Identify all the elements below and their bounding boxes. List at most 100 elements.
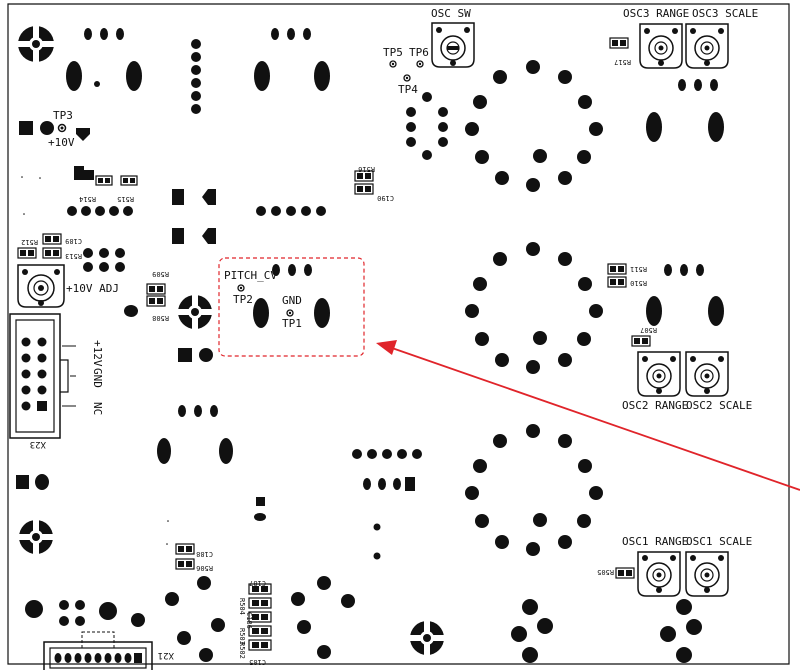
pad-ring-lower-right	[465, 424, 603, 556]
stray-dots	[21, 176, 41, 215]
pads-bottom-left	[25, 600, 145, 627]
r508-refdes: R508	[152, 314, 169, 322]
c190-refdes: C190	[377, 194, 394, 202]
pad-ring-bottom-mid	[165, 576, 225, 662]
connector-12v-label: +12V	[91, 340, 104, 367]
connector-nc-label: NC	[91, 402, 104, 415]
c188-r506-pads	[175, 543, 195, 570]
trimmer-osc1-scale	[685, 551, 729, 597]
tp3-label: TP3	[53, 109, 73, 122]
cross-pad-top-left	[16, 24, 56, 64]
plus10v-label: +10V	[48, 136, 75, 149]
diode-pads-tp3	[19, 121, 90, 141]
pad-ring-top	[465, 60, 603, 192]
pad-row-top-2	[271, 28, 311, 40]
pad-row-osc3	[678, 79, 718, 91]
osc1-range-label: OSC1 RANGE	[622, 535, 688, 548]
r512-r513-pads	[17, 247, 62, 259]
tp1-label: TP1	[282, 317, 302, 330]
connector-x23	[9, 313, 69, 439]
r507-pads	[631, 335, 651, 347]
resistor-stack-bottom	[248, 583, 272, 651]
tp1-testpoint	[286, 309, 294, 317]
oval-pads-top-mid	[254, 61, 330, 91]
x23-label: X23	[30, 439, 46, 449]
r512-refdes: R512	[21, 238, 38, 246]
tp6-label: TP6	[409, 46, 429, 59]
r505-pads	[615, 567, 635, 579]
pad-row-osc2	[664, 264, 704, 276]
r511-r510-pads	[607, 263, 627, 288]
osc2-range-label: OSC2 RANGE	[622, 399, 688, 412]
trimmer-10v-adj	[17, 264, 65, 308]
cross-pad-mid-left	[176, 293, 214, 331]
pad-row-mid-3	[178, 405, 218, 417]
tp2-label: TP2	[233, 293, 253, 306]
trimmer-osc3-scale	[685, 23, 729, 69]
tp3-testpoint	[57, 123, 67, 133]
pad-ring-mid-right	[465, 242, 603, 374]
trimmer-osc-sw	[431, 22, 475, 68]
trimmer-osc1-range	[637, 551, 681, 597]
gnd-label: GND	[282, 294, 302, 307]
c186-refdes: C186	[245, 612, 253, 629]
r514-refdes: R514	[79, 195, 96, 203]
r507-refdes: R507	[640, 326, 657, 334]
osc3-scale-label: OSC3 SCALE	[692, 7, 758, 20]
r511-refdes: R511	[630, 265, 647, 273]
pad-column-top	[191, 39, 201, 114]
connector-x21	[43, 631, 153, 670]
cross-pad-lower-left	[17, 518, 55, 556]
callout-arrow	[376, 340, 800, 491]
c189-refdes: C189	[65, 237, 82, 245]
r515-refdes: R515	[117, 195, 134, 203]
small-dots-center	[373, 523, 381, 560]
oval-pads-osc2	[646, 296, 724, 326]
pad-row-center-5	[352, 449, 422, 459]
pad-row-center-4	[363, 477, 415, 491]
tp4-label: TP4	[398, 83, 418, 96]
pad-cluster-bottom-center	[511, 599, 553, 663]
r510-refdes: R510	[630, 279, 647, 287]
r509-refdes: R509	[152, 270, 169, 278]
diode-pads-lower-left	[16, 474, 49, 490]
r517-pads	[609, 37, 629, 49]
pad-row-mid-5	[256, 206, 326, 216]
pad-double-column-top	[406, 92, 448, 160]
cross-pad-bottom-center	[408, 619, 446, 657]
pad-row-top-1	[84, 28, 124, 40]
round-pad-left	[124, 305, 138, 317]
c189-pads	[42, 233, 62, 245]
oval-pads-lower-mid	[157, 438, 233, 464]
highlight-box-pitch-cv	[218, 257, 365, 357]
plus10v-adj-label: +10V ADJ	[66, 282, 119, 295]
trimmer-osc2-scale	[685, 351, 729, 397]
tp5-tp6-tp4-testpoints	[389, 60, 424, 82]
trimmer-osc3-range	[639, 23, 683, 69]
r503-refdes: R503	[238, 628, 246, 645]
r516-c190-pads	[354, 170, 374, 195]
r502-refdes: R502	[238, 642, 246, 659]
connector-leader-lines	[62, 345, 76, 407]
x21-label: X21	[158, 650, 174, 660]
r513-refdes: R513	[65, 252, 82, 260]
r506-refdes: R506	[196, 564, 213, 572]
r504-refdes: R504	[238, 598, 246, 615]
osc1-scale-label: OSC1 SCALE	[686, 535, 752, 548]
stray-dots-2	[166, 520, 169, 545]
r517-refdes: R517	[614, 58, 631, 66]
r514-r515-pads	[74, 166, 138, 186]
diode-pads-mid	[172, 189, 216, 244]
pad-ring-bottom-mid-2	[291, 576, 355, 659]
r505-refdes: R505	[597, 568, 614, 576]
pad-row-left-5	[67, 206, 133, 216]
osc3-range-label: OSC3 RANGE	[623, 7, 689, 20]
pad-row-pitch-cv	[272, 264, 312, 276]
r516-refdes: R516	[358, 165, 375, 173]
r509-r508-pads	[146, 283, 166, 307]
oval-pads-osc3	[646, 112, 724, 142]
osc2-scale-label: OSC2 SCALE	[686, 399, 752, 412]
tp5-label: TP5	[383, 46, 403, 59]
connector-gnd-label: GND	[91, 368, 104, 388]
